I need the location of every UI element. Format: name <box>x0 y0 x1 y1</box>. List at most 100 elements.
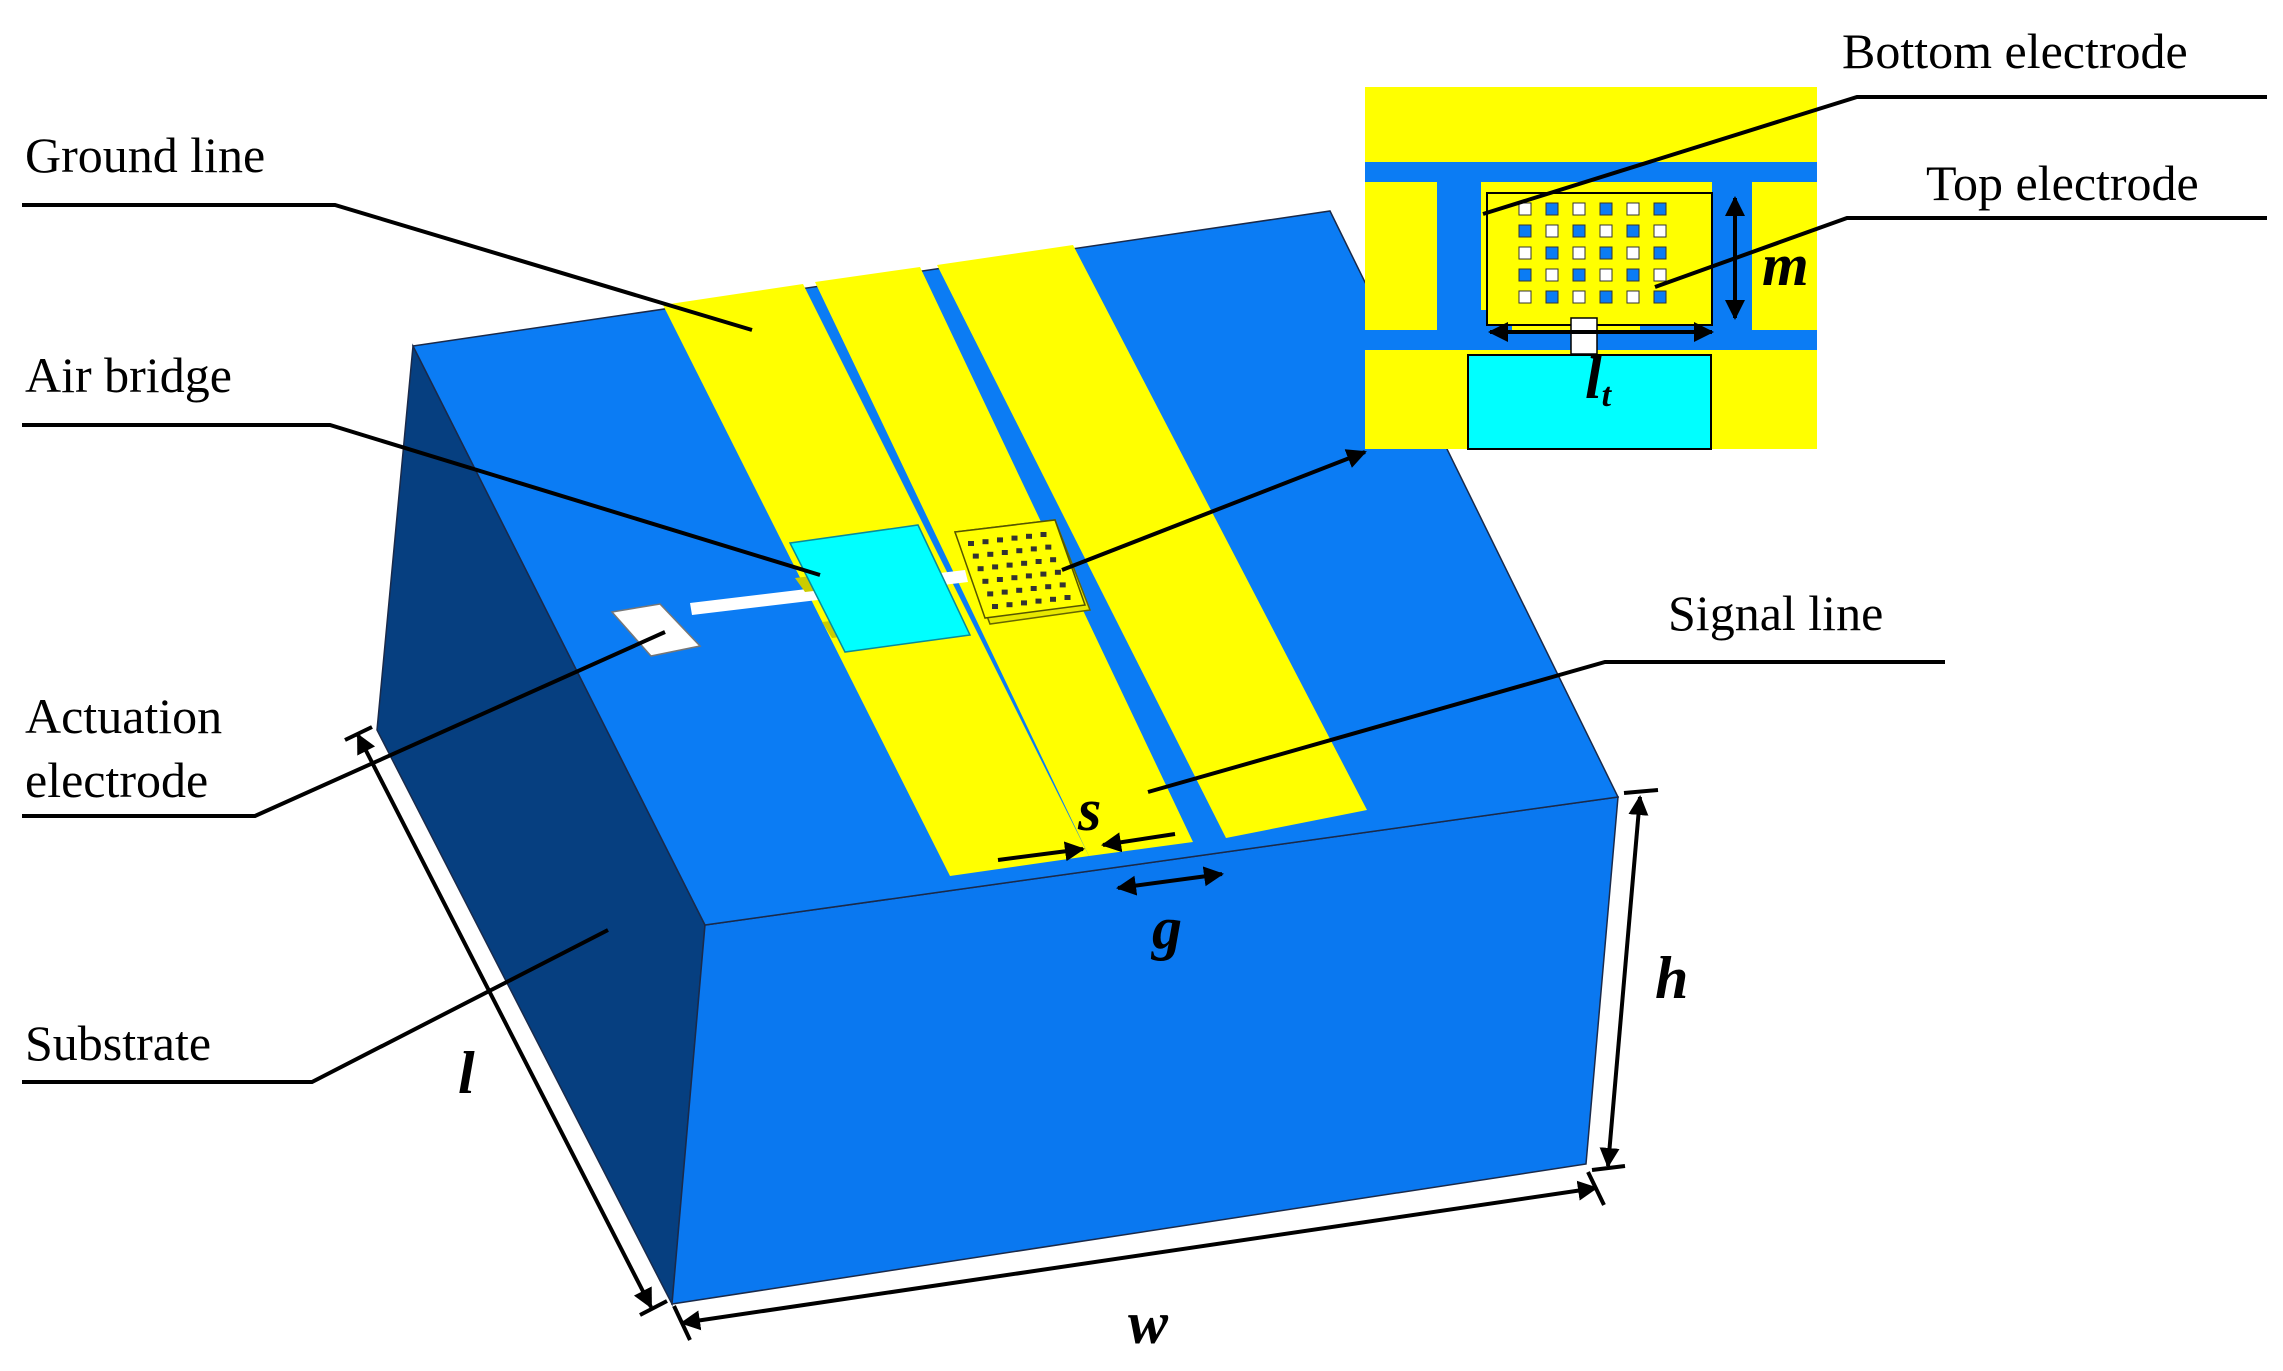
capacitor-hole <box>1011 575 1018 581</box>
capacitor-hole <box>968 541 974 546</box>
dim-l-line <box>356 733 653 1309</box>
dim-w-tick-left <box>672 1305 692 1341</box>
label-bottom-electrode: Bottom electrode <box>1842 23 2188 79</box>
capacitor-hole <box>1059 582 1066 588</box>
capacitor-holes <box>968 532 1071 609</box>
capacitor-hole <box>987 591 994 597</box>
dim-h-tick-top <box>1623 788 1659 795</box>
dim-s-label: s <box>1077 777 1101 843</box>
dim-h-label: h <box>1655 945 1688 1011</box>
leader-top-electrode <box>1654 216 2267 289</box>
capacitor-hole <box>992 564 999 570</box>
label-substrate: Substrate <box>25 1015 211 1071</box>
inset-hole <box>1653 224 1667 238</box>
capacitor-hole <box>1045 544 1052 550</box>
capacitor-hole <box>1006 602 1013 608</box>
capacitor-hole <box>1016 548 1023 554</box>
dim-s-arrow-right <box>1101 832 1176 853</box>
dim-l-tick-top <box>344 725 373 742</box>
inset-hole <box>1653 246 1667 260</box>
inset-hole <box>1518 202 1532 216</box>
leader-ground-line <box>22 203 753 332</box>
inset-hole <box>1626 202 1640 216</box>
capacitor-group <box>953 519 1092 625</box>
capacitor-hole <box>972 553 979 559</box>
inset-hole <box>1545 290 1559 304</box>
inset-hole <box>1572 268 1586 282</box>
capacitor-hole <box>996 577 1003 582</box>
capacitor-hole <box>1030 546 1037 552</box>
inset-hole <box>1572 224 1586 238</box>
capacitor-hole <box>1030 586 1037 591</box>
capacitor-hole <box>997 537 1003 543</box>
inset-hole <box>1572 202 1586 216</box>
dim-h-tick-bottom <box>1591 1164 1626 1172</box>
capacitor-hole <box>1025 573 1032 579</box>
dim-w-line <box>680 1180 1598 1331</box>
inset-hole <box>1572 246 1586 260</box>
leader-signal-line <box>1147 660 1945 794</box>
inset-hole <box>1599 224 1613 238</box>
leader-actuation-electrode <box>22 630 666 818</box>
capacitor-hole <box>1054 569 1061 575</box>
capacitor-hole <box>1016 587 1023 593</box>
capacitor-hole <box>1021 560 1028 566</box>
inset-hole <box>1599 268 1613 282</box>
inset-gap-top <box>1365 162 1817 182</box>
label-actuation-line1: Actuation <box>25 688 222 744</box>
block-dimensions <box>344 725 1659 1341</box>
dim-g-label: g <box>1150 895 1182 961</box>
capacitor-hole <box>1006 562 1013 568</box>
dim-w-label: w <box>1128 1290 1169 1356</box>
capacitor-hole <box>1040 571 1047 577</box>
inset-hole <box>1545 224 1559 238</box>
inset-hole <box>1599 246 1613 260</box>
dim-lt-label: lt <box>1585 345 1613 414</box>
label-signal-line: Signal line <box>1668 585 1883 641</box>
capacitor-hole <box>977 566 984 572</box>
capacitor-hole <box>1021 600 1027 606</box>
inset-hole <box>1653 202 1667 216</box>
inset-hole <box>1572 290 1586 304</box>
label-actuation-line2: electrode <box>25 752 208 808</box>
inset-hole <box>1599 290 1613 304</box>
inset-hole <box>1626 268 1640 282</box>
inset-hole <box>1518 268 1532 282</box>
leader-air-bridge <box>22 423 821 577</box>
dim-h-line <box>1599 795 1649 1168</box>
air-bridge <box>788 524 972 653</box>
label-air-bridge: Air bridge <box>25 347 232 403</box>
inset-hole <box>1626 224 1640 238</box>
leader-bottom-electrode <box>1482 95 2267 216</box>
inset-hole <box>1599 202 1613 216</box>
inset-air-bridge <box>1467 354 1712 450</box>
capacitor-hole <box>982 578 989 584</box>
capacitor-hole <box>1040 532 1047 537</box>
inset-hole <box>1545 268 1559 282</box>
capacitor-hole <box>1026 533 1032 539</box>
inset-electrode-holes <box>1518 202 1667 304</box>
inset-hole <box>1518 290 1532 304</box>
ground-line-right <box>937 245 1367 838</box>
inset-gap-left <box>1437 182 1481 330</box>
dim-l-label: l <box>458 1040 475 1106</box>
dim-m-label: m <box>1762 232 1809 298</box>
inset-hole <box>1545 202 1559 216</box>
inset-hole <box>1653 268 1667 282</box>
capacitor-hole <box>1035 559 1042 564</box>
dim-w-tick-right <box>1586 1171 1606 1206</box>
actuation-electrode <box>610 603 702 657</box>
dim-s-arrow-left <box>997 841 1085 862</box>
inset-hole <box>1626 246 1640 260</box>
capacitor-hole <box>1064 595 1071 600</box>
capacitor-hole <box>987 551 994 557</box>
capacitor-hole <box>1050 557 1057 563</box>
inset-hole <box>1653 290 1667 304</box>
air-bridge-group <box>788 524 972 653</box>
capacitor-hole <box>1050 596 1056 602</box>
capacitor-hole <box>1001 550 1008 555</box>
capacitor-hole <box>982 539 989 545</box>
inset-hole <box>1626 290 1640 304</box>
capacitor-hole <box>1011 535 1018 541</box>
